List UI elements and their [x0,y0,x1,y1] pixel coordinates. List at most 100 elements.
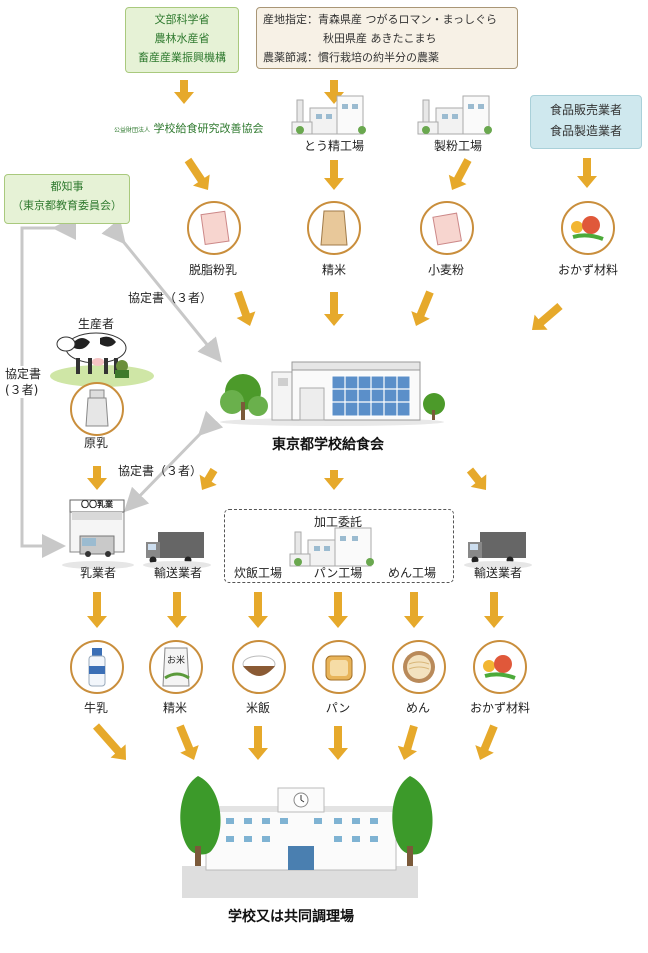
side-dish-product-icon [483,655,516,680]
rice-mill-building [291,95,366,135]
origin-line-2: 秋田県産 あきたこまち [263,29,517,48]
origin-label: 産地指定： [263,13,318,26]
product-label-rice: 精米 [162,701,187,715]
arrow-vendors-to-side-dish [577,158,597,188]
flour-bag-icon [432,212,463,246]
arrow-skim-milk-to-org [234,290,256,326]
milk-bottle-icon [88,648,106,687]
processing-title: 加工委託 [313,515,362,529]
arrow-ministries-to-association [174,80,194,104]
flour-circle [420,201,474,255]
factory-label-noodle: めん工場 [387,566,436,580]
arrow-flour-to-org [411,290,434,326]
arrow-org-to-transport-right [466,467,487,490]
arrow-transport-to-side-dish [484,592,504,628]
ministry-alic: 畜産産業振興機構 [138,51,226,64]
skim-milk-icon [200,210,230,245]
arrow-side-dish-to-school [475,724,498,760]
supplier-label-transport-left: 輸送業者 [153,566,202,580]
agreement-label-left: 協定書 (３者) [5,366,42,398]
milk-can-icon [85,389,109,427]
cow-illustration [50,332,154,387]
side-dish-product-circle [473,640,527,694]
arrow-side-dish-to-org [532,303,563,330]
factory-label-rice-cooking: 炊飯工場 [233,566,282,580]
product-label-milk: 牛乳 [83,701,108,715]
tokyo-school-lunch-association: 東京都学校給食会 [272,437,384,453]
transport-truck-right [464,532,532,569]
rice-product-circle: お米 [149,640,203,694]
noodle-circle [392,640,446,694]
agreement-left-line1: 協定書 [5,367,42,381]
association-building [220,361,445,426]
origin-line-1: 産地指定：青森県産 つがるロマン・まっしぐら [263,10,517,29]
milk-circle [70,640,124,694]
rice-mill-label: とう精工場 [303,139,364,153]
side-dish-circle [561,201,615,255]
destination-label: 学校又は共同調理場 [228,909,354,925]
rice-bowl-icon [242,655,276,676]
food-vendors-box: 食品販売業者 食品製造業者 [530,95,642,149]
arrow-rice-mill-to-rice [324,160,344,190]
association-label: 公益財団法人 学校給食研究改善協会 [114,120,264,136]
ingredient-label-rice: 精米 [321,263,346,277]
supplier-label-transport-right: 輸送業者 [473,566,522,580]
governor-box: 都知事 （東京都教育委員会） [4,174,130,224]
dairy-sign: 〇〇乳業 [81,500,113,509]
arrow-flour-mill-to-flour [448,158,472,190]
origin-line-3: 農薬節減：慣行栽培の約半分の農薬 [263,48,517,67]
product-label-bread: パン [325,701,351,715]
rice-bag-text: お米 [166,656,185,666]
ingredient-label-flour: 小麦粉 [427,263,464,277]
association-name: 学校給食研究改善協会 [153,122,264,135]
arrow-org-to-processing [324,470,344,490]
flour-mill-label: 製粉工場 [433,139,482,153]
rice-circle [307,201,361,255]
product-label-cooked-rice: 米飯 [245,701,270,715]
ministries-box: 文部科学省 農林水産省 畜産産業振興機構 [125,7,239,73]
processing-box [224,509,454,583]
product-label-side-dish: おかず材料 [469,701,530,715]
arrow-bread-factory-to-bread [328,592,348,628]
school-building [180,776,433,898]
flour-mill-building [417,95,492,135]
bread-icon [325,655,353,681]
governor-board: （東京都教育委員会） [12,199,122,212]
arrow-rice-cooking-to-cooked-rice [248,592,268,628]
arrow-noodle-to-school [397,724,418,760]
agreement-label-top: 協定書（３者） [128,291,213,305]
rice-bag-icon [162,647,190,687]
bread-circle [312,640,366,694]
arrow-transport-to-rice [167,592,187,628]
noodle-bowl-icon [403,651,435,683]
origin-value-aomori: 青森県産 つがるロマン・まっしぐら [318,13,498,26]
cooked-rice-circle [232,640,286,694]
vendor-sales: 食品販売業者 [549,103,622,117]
arrow-noodle-factory-to-noodle [404,592,424,628]
arrow-bread-to-school [328,726,348,760]
ingredient-label-side-dish: おかず材料 [557,263,618,277]
arrow-cooked-rice-to-school [248,726,268,760]
rice-origin-box: 産地指定：青森県産 つがるロマン・まっしぐら 秋田県産 あきたこまち 農薬節減：… [256,7,518,69]
ministry-maff: 農林水産省 [154,32,210,45]
arrow-dairy-to-milk [87,592,107,628]
arrow-rice-to-org [324,292,344,326]
product-label-noodle: めん [405,701,430,715]
arrow-milk-to-school [93,723,126,760]
arrow-raw-milk-to-dairy [87,466,107,490]
vendor-manufacturer: 食品製造業者 [549,124,622,138]
ingredient-label-skim-milk: 脱脂粉乳 [188,263,237,277]
agreement-label-middle: 協定書（３者） [118,464,203,478]
pesticide-label: 農薬節減： [263,51,318,64]
raw-milk-label: 原乳 [83,436,108,450]
origin-value-akita: 秋田県産 あきたこまち [323,32,437,45]
producer-label: 生産者 [77,317,114,331]
skim-milk-circle [187,201,241,255]
pesticide-value: 慣行栽培の約半分の農薬 [318,51,439,64]
raw-milk-circle [70,382,124,436]
arrow-rice-to-school [176,724,199,760]
association-prefix: 公益財団法人 [114,127,151,134]
processing-factory-building [289,527,374,567]
agreement-left-line2: (３者) [5,383,39,397]
